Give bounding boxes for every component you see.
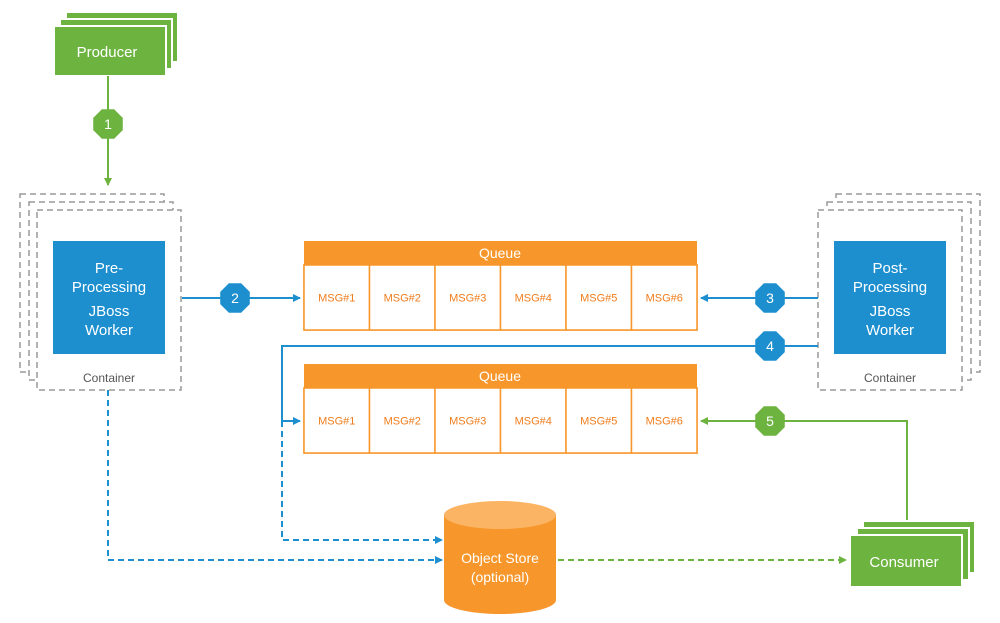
queue-message-label: MSG#6 (646, 293, 683, 305)
queue-message-cell (565, 387, 633, 454)
queue-top: Queue MSG#1 MSG#2 MSG#3 MSG#4 MSG#5 MSG#6 (303, 241, 698, 331)
post-worker-box (834, 241, 946, 354)
step-badge-4 (755, 331, 785, 361)
pre-worker-box (53, 241, 165, 354)
step-badge-label: 2 (231, 290, 239, 306)
pre-worker-line1: Pre- (95, 260, 123, 277)
object-store-top (444, 501, 556, 529)
step-badge-label: 4 (766, 338, 774, 354)
post-worker-line2: Processing (853, 279, 927, 296)
producer-stack: Producer (53, 11, 179, 77)
queue-message-label: MSG#2 (384, 416, 421, 428)
queue-message-cell (368, 387, 436, 454)
step-badge-label: 5 (766, 413, 774, 429)
post-worker-line4: Worker (866, 322, 914, 339)
producer-label: Producer (77, 44, 138, 61)
queue-message-label: MSG#6 (646, 416, 683, 428)
queue-message-label: MSG#2 (384, 293, 421, 305)
pre-worker-line3: JBoss (89, 303, 130, 320)
object-store: Object Store (optional) (444, 501, 556, 614)
queue-message-cell (630, 387, 698, 454)
queue-message-label: MSG#3 (449, 293, 486, 305)
pre-worker-line2: Processing (72, 279, 146, 296)
queue-message-cell (499, 387, 567, 454)
queue-message-label: MSG#4 (515, 416, 552, 428)
post-processing-container: Post- Processing JBoss Worker Container (817, 193, 981, 391)
arrow-consumer-to-queue-bottom (700, 417, 908, 521)
queue-message-cell (565, 264, 633, 331)
dashed-pre-to-object-store (107, 390, 443, 564)
object-store-line1: Object Store (461, 550, 539, 566)
consumer-label: Consumer (869, 554, 938, 571)
post-container-label: Container (864, 371, 916, 385)
queue-top-header (304, 241, 697, 265)
queue-bottom: Queue MSG#1 MSG#2 MSG#3 MSG#4 MSG#5 MSG#6 (303, 364, 698, 454)
consumer-box (849, 534, 963, 588)
queue-message-cell (303, 387, 371, 454)
step-badge-1 (93, 109, 123, 139)
queue-message-label: MSG#5 (580, 416, 617, 428)
post-worker-line3: JBoss (870, 303, 911, 320)
step-badge-5 (755, 406, 785, 436)
queue-top-title: Queue (479, 245, 521, 261)
post-worker-line1: Post- (872, 260, 907, 277)
step-badge-label: 3 (766, 290, 774, 306)
queue-bottom-header (304, 364, 697, 388)
pre-worker-line4: Worker (85, 322, 133, 339)
producer-box (53, 25, 167, 77)
pre-container-label: Container (83, 371, 135, 385)
queue-message-label: MSG#5 (580, 293, 617, 305)
consumer-stack: Consumer (849, 520, 976, 588)
dashed-queue-to-object-store (281, 421, 443, 544)
queue-message-label: MSG#1 (318, 416, 355, 428)
queue-message-label: MSG#3 (449, 416, 486, 428)
queue-bottom-title: Queue (479, 368, 521, 384)
step-badge-3 (755, 283, 785, 313)
queue-message-cell (368, 264, 436, 331)
step-badge-label: 1 (104, 116, 112, 132)
queue-message-cell (630, 264, 698, 331)
queue-message-label: MSG#4 (515, 293, 552, 305)
pre-processing-container: Pre- Processing JBoss Worker Container (19, 193, 182, 391)
arrow-post-to-queue-bottom (281, 345, 818, 425)
object-store-line2: (optional) (471, 569, 529, 585)
step-badge-2 (220, 283, 250, 313)
queue-message-label: MSG#1 (318, 293, 355, 305)
queue-message-cell (499, 264, 567, 331)
